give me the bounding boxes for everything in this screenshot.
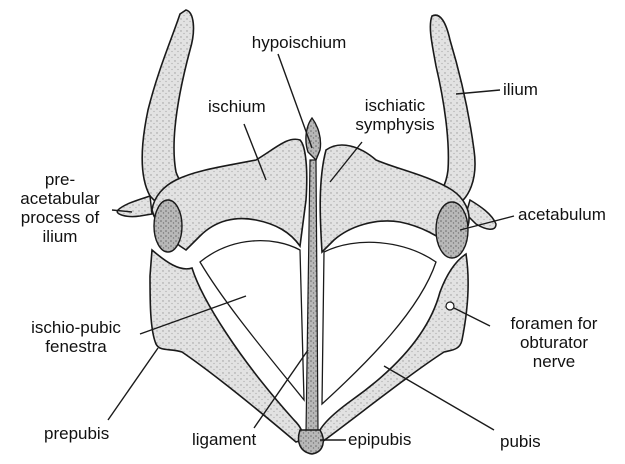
left-preacetabular-process <box>117 196 152 217</box>
label-foramen-line1: foramen for <box>494 314 614 333</box>
epipubis-bone <box>299 430 324 454</box>
label-ischio-pubic-fenestra: ischio-pubic fenestra <box>16 318 136 356</box>
label-ligament: ligament <box>192 430 256 449</box>
label-acetabulum: acetabulum <box>518 205 606 224</box>
label-ischiatic-line2: symphysis <box>340 115 450 134</box>
label-ischium: ischium <box>208 97 266 116</box>
right-acetabulum <box>436 202 468 258</box>
left-acetabulum <box>154 200 182 252</box>
label-ischiatic-symphysis: ischiatic symphysis <box>340 96 450 134</box>
leader-prepubis <box>108 348 158 420</box>
leader-hypoischium <box>278 54 312 148</box>
label-fenestra-line2: fenestra <box>16 337 136 356</box>
label-ischiatic-line1: ischiatic <box>340 96 450 115</box>
label-fenestra-line1: ischio-pubic <box>16 318 136 337</box>
label-epipubis: epipubis <box>348 430 411 449</box>
label-ilium: ilium <box>503 80 538 99</box>
label-foramen-line3: nerve <box>494 352 614 371</box>
ligament-rod <box>306 160 318 432</box>
obturator-foramen <box>446 302 454 310</box>
label-preacetabular-line2: acetabular <box>10 189 110 208</box>
label-preacetabular-line4: ilium <box>10 227 110 246</box>
leader-pubis <box>384 366 494 430</box>
label-prepubis: prepubis <box>44 424 109 443</box>
label-hypoischium: hypoischium <box>234 33 364 52</box>
label-foramen-obturator-nerve: foramen for obturator nerve <box>494 314 614 371</box>
label-preacetabular-process: pre- acetabular process of ilium <box>10 170 110 246</box>
label-foramen-line2: obturator <box>494 333 614 352</box>
label-preacetabular-line1: pre- <box>10 170 110 189</box>
label-pubis: pubis <box>500 432 541 451</box>
label-preacetabular-line3: process of <box>10 208 110 227</box>
